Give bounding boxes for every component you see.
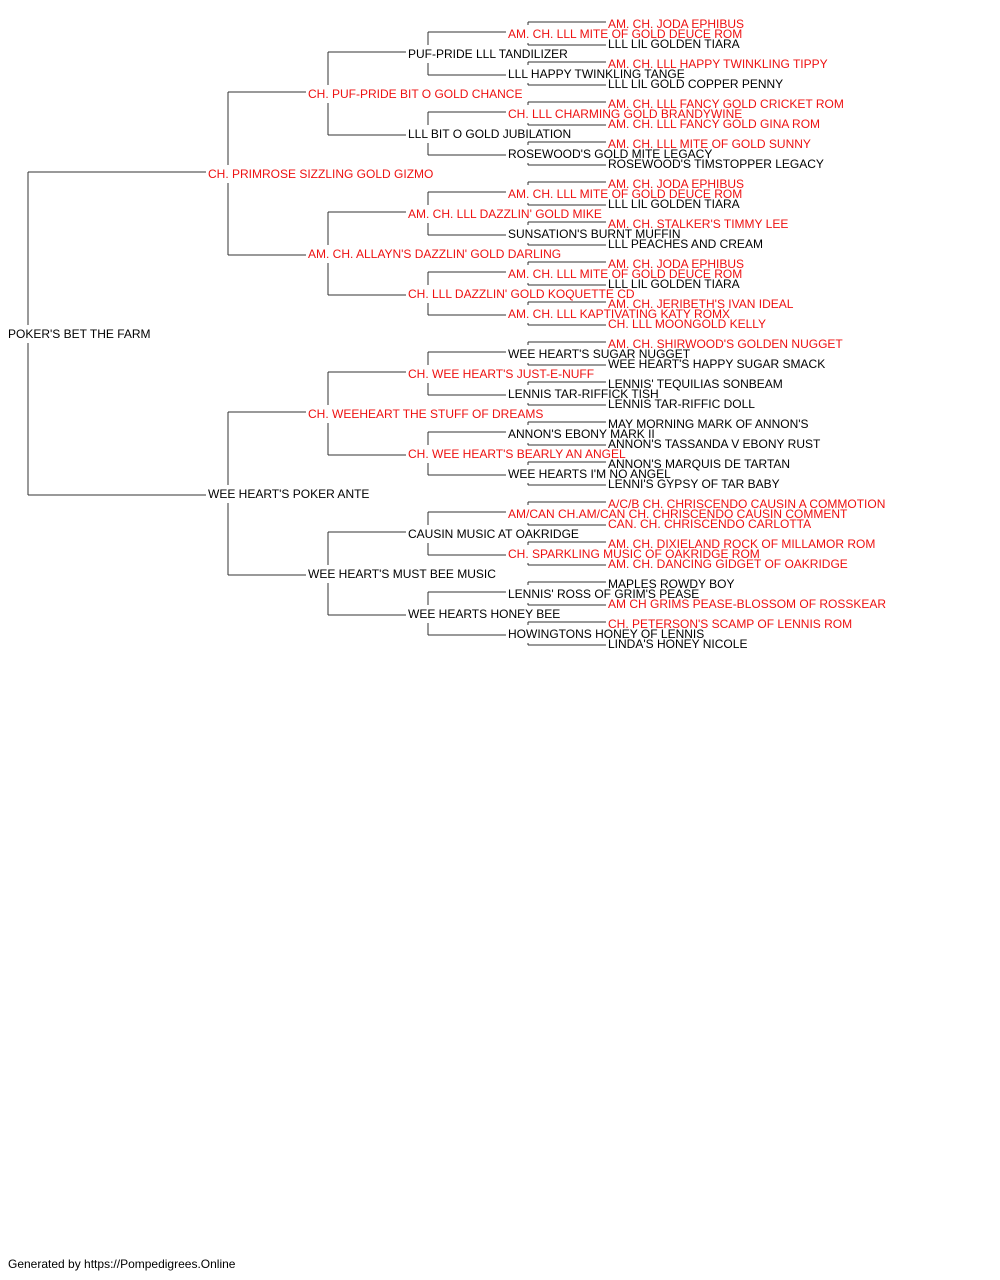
gen3-sire-name: CAUSIN MUSIC AT OAKRIDGE xyxy=(408,527,579,541)
gen4-sire-name: AM/CAN CH.AM/CAN CH. CHRISCENDO CAUSIN C… xyxy=(508,507,848,521)
gen4-dam-name: LLL HAPPY TWINKLING TANGE xyxy=(508,67,685,81)
gen5-dam-name: AM. CH. DANCING GIDGET OF OAKRIDGE xyxy=(608,557,848,571)
gen5-sire-name: AM. CH. DIXIELAND ROCK OF MILLAMOR ROM xyxy=(608,537,875,551)
gen5-dam-name: LLL LIL GOLD COPPER PENNY xyxy=(608,77,783,91)
gen2-sire-name: CH. WEEHEART THE STUFF OF DREAMS xyxy=(308,407,543,421)
gen3-dam-name: CH. LLL DAZZLIN' GOLD KOQUETTE CD xyxy=(408,287,635,301)
gen4-dam-name: ROSEWOOD'S GOLD MITE LEGACY xyxy=(508,147,712,161)
gen5-sire-name: AM. CH. JODA EPHIBUS xyxy=(608,17,744,31)
gen4-sire-name: ANNON'S EBONY MARK II xyxy=(508,427,655,441)
gen3-sire-name: PUF-PRIDE LLL TANDILIZER xyxy=(408,47,568,61)
gen5-dam-name: CAN. CH. CHRISCENDO CARLOTTA xyxy=(608,517,811,531)
gen5-dam-name: LENNIS TAR-RIFFIC DOLL xyxy=(608,397,755,411)
gen4-sire-name: WEE HEART'S SUGAR NUGGET xyxy=(508,347,691,361)
gen4-dam-name: HOWINGTONS HONEY OF LENNIS xyxy=(508,627,704,641)
gen4-sire-name: AM. CH. LLL MITE OF GOLD DEUCE ROM xyxy=(508,187,742,201)
gen5-sire-name: A/C/B CH. CHRISCENDO CAUSIN A COMMOTION xyxy=(608,497,885,511)
gen4-dam-name: SUNSATION'S BURNT MUFFIN xyxy=(508,227,681,241)
gen5-sire-name: MAY MORNING MARK OF ANNON'S xyxy=(608,417,809,431)
gen4-dam-name: WEE HEARTS I'M NO ANGEL xyxy=(508,467,671,481)
gen3-dam-name: LLL BIT O GOLD JUBILATION xyxy=(408,127,571,141)
gen4-sire-name: CH. LLL CHARMING GOLD BRANDYWINE xyxy=(508,107,742,121)
gen1-dam-name: WEE HEART'S POKER ANTE xyxy=(208,487,369,501)
gen3-dam-name: WEE HEARTS HONEY BEE xyxy=(408,607,560,621)
gen5-dam-name: LLL PEACHES AND CREAM xyxy=(608,237,763,251)
gen5-sire-name: AM. CH. JODA EPHIBUS xyxy=(608,257,744,271)
gen5-dam-name: AM CH GRIMS PEASE-BLOSSOM OF ROSSKEAR xyxy=(608,597,886,611)
gen5-sire-name: AM. CH. LLL FANCY GOLD CRICKET ROM xyxy=(608,97,844,111)
footer-credit: Generated by https://Pompedigrees.Online xyxy=(8,1257,236,1271)
gen4-dam-name: CH. SPARKLING MUSIC OF OAKRIDGE ROM xyxy=(508,547,760,561)
gen4-dam-name: LENNIS TAR-RIFFICK TISH xyxy=(508,387,659,401)
gen4-dam-name: AM. CH. LLL KAPTIVATING KATY ROMX xyxy=(508,307,730,321)
gen5-dam-name: LENNI'S GYPSY OF TAR BABY xyxy=(608,477,780,491)
gen5-dam-name: AM. CH. LLL FANCY GOLD GINA ROM xyxy=(608,117,820,131)
gen3-sire-name: CH. WEE HEART'S JUST-E-NUFF xyxy=(408,367,594,381)
gen4-sire-name: LENNIS' ROSS OF GRIM'S PEASE xyxy=(508,587,699,601)
gen5-dam-name: LLL LIL GOLDEN TIARA xyxy=(608,197,740,211)
gen1-sire-name: CH. PRIMROSE SIZZLING GOLD GIZMO xyxy=(208,167,433,181)
gen5-dam-name: LINDA'S HONEY NICOLE xyxy=(608,637,747,651)
gen5-sire-name: AM. CH. SHIRWOOD'S GOLDEN NUGGET xyxy=(608,337,843,351)
gen5-sire-name: CH. PETERSON'S SCAMP OF LENNIS ROM xyxy=(608,617,852,631)
gen2-dam-name: AM. CH. ALLAYN'S DAZZLIN' GOLD DARLING xyxy=(308,247,561,261)
gen5-dam-name: ROSEWOOD'S TIMSTOPPER LEGACY xyxy=(608,157,824,171)
gen5-sire-name: AM. CH. LLL HAPPY TWINKLING TIPPY xyxy=(608,57,828,71)
gen5-dam-name: LLL LIL GOLDEN TIARA xyxy=(608,37,740,51)
gen4-sire-name: AM. CH. LLL MITE OF GOLD DEUCE ROM xyxy=(508,267,742,281)
gen5-sire-name: AM. CH. JODA EPHIBUS xyxy=(608,177,744,191)
gen3-sire-name: AM. CH. LLL DAZZLIN' GOLD MIKE xyxy=(408,207,602,221)
gen5-dam-name: CH. LLL MOONGOLD KELLY xyxy=(608,317,766,331)
gen5-sire-name: AM. CH. STALKER'S TIMMY LEE xyxy=(608,217,788,231)
gen4-sire-name: AM. CH. LLL MITE OF GOLD DEUCE ROM xyxy=(508,27,742,41)
subject-dog-name: POKER'S BET THE FARM xyxy=(8,327,151,341)
gen5-dam-name: LLL LIL GOLDEN TIARA xyxy=(608,277,740,291)
gen5-sire-name: AM. CH. LLL MITE OF GOLD SUNNY xyxy=(608,137,811,151)
gen5-sire-name: ANNON'S MARQUIS DE TARTAN xyxy=(608,457,790,471)
gen2-dam-name: WEE HEART'S MUST BEE MUSIC xyxy=(308,567,496,581)
gen2-sire-name: CH. PUF-PRIDE BIT O GOLD CHANCE xyxy=(308,87,522,101)
gen5-dam-name: WEE HEART'S HAPPY SUGAR SMACK xyxy=(608,357,825,371)
gen5-sire-name: AM. CH. JERIBETH'S IVAN IDEAL xyxy=(608,297,794,311)
gen5-sire-name: MAPLES ROWDY BOY xyxy=(608,577,734,591)
gen5-sire-name: LENNIS' TEQUILIAS SONBEAM xyxy=(608,377,783,391)
gen3-dam-name: CH. WEE HEART'S BEARLY AN ANGEL xyxy=(408,447,626,461)
gen5-dam-name: ANNON'S TASSANDA V EBONY RUST xyxy=(608,437,821,451)
